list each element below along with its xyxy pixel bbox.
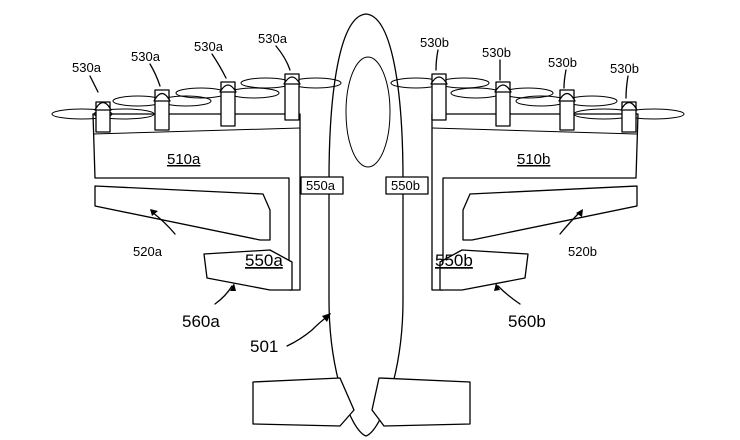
rotor-right-2 [450,81,554,127]
leader-arrowheads [150,209,583,322]
label-510b: 510b [517,151,550,168]
label-560b: 560b [508,312,546,331]
tail-right [371,377,471,427]
aileron-right [439,249,529,291]
label-530a-1: 530a [72,60,102,75]
label-510a: 510a [167,151,201,168]
pod-box-right [385,176,429,195]
aileron-left [203,249,293,291]
label-530a-3: 530a [194,39,224,54]
label-550a-small: 550a [306,178,336,193]
label-530a-2: 530a [131,49,161,64]
cockpit-canopy [345,56,391,168]
label-501: 501 [250,337,278,356]
label-520a: 520a [133,244,163,259]
rotor-right-4 [573,101,685,133]
tail-left [252,377,355,427]
wing-left-edge [92,127,301,135]
fuselage-body [328,13,404,437]
flap-left [94,185,271,241]
label-550b-big: 550b [435,251,473,270]
pod-box-left [300,176,344,195]
label-550b-small: 550b [391,178,420,193]
flap-right [462,185,638,241]
label-550a-big: 550a [245,251,283,270]
label-530a-4: 530a [258,31,288,46]
rotor-left-1 [51,101,155,133]
wing-right-edge [431,127,639,135]
rotor-left-4 [240,73,342,121]
wing-right [431,113,639,291]
label-530b-2: 530b [482,45,511,60]
label-530b-1: 530b [420,35,449,50]
rotor-right-3 [515,89,618,131]
label-530b-3: 530b [548,55,577,70]
label-520b: 520b [568,244,597,259]
label-560a: 560a [182,312,220,331]
leader-lines [89,45,629,347]
label-530b-4: 530b [610,61,639,76]
rotor-right-1 [390,73,490,121]
rotor-left-2 [112,89,212,131]
rotor-left-3 [175,81,280,127]
